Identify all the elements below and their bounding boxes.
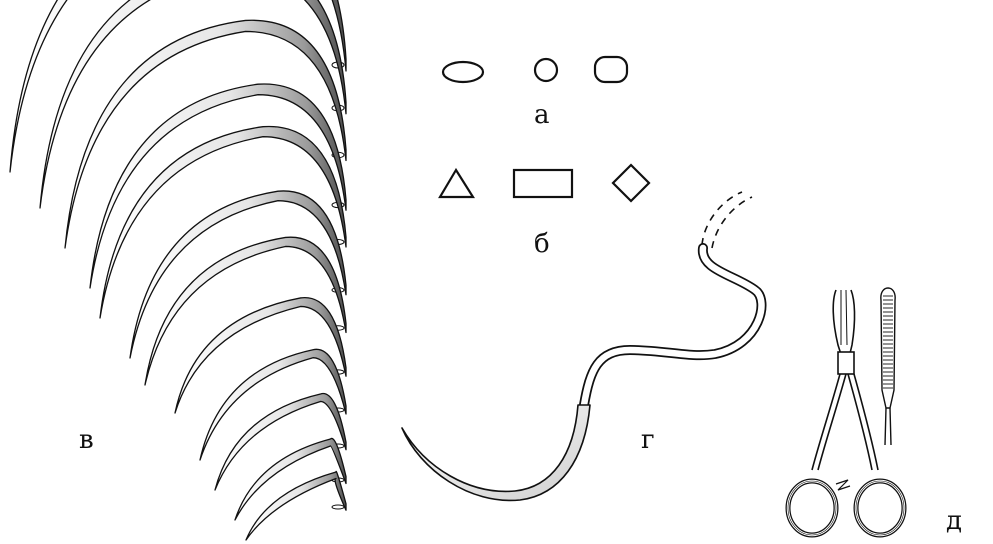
needle-holder-jaw-detail-icon (881, 288, 895, 445)
suture-thread (584, 248, 762, 405)
label-g: г (641, 427, 655, 453)
circle-section-icon (535, 59, 557, 81)
label-d: д (946, 508, 962, 534)
needle-eye-icon (332, 505, 344, 509)
label-v: в (79, 427, 94, 453)
label-a: а (534, 102, 550, 128)
cross-sections-b (440, 165, 649, 201)
atraumatic-needle-with-suture-icon (402, 192, 762, 500)
suture-thread-inner (584, 248, 762, 405)
rounded-square-section-icon (595, 57, 627, 82)
curved-needle-icon (90, 84, 346, 288)
rectangle-section-icon (514, 170, 572, 197)
suture-continuation-dashes (702, 192, 752, 248)
oval-section-icon (443, 62, 483, 82)
cross-sections-a (443, 57, 627, 82)
atraumatic-needle-body (402, 405, 590, 500)
label-b: б (534, 231, 550, 257)
curved-needle-icon (10, 0, 346, 172)
needle-set (10, 0, 346, 540)
diamond-section-icon (613, 165, 649, 201)
triangle-section-icon (440, 170, 473, 197)
